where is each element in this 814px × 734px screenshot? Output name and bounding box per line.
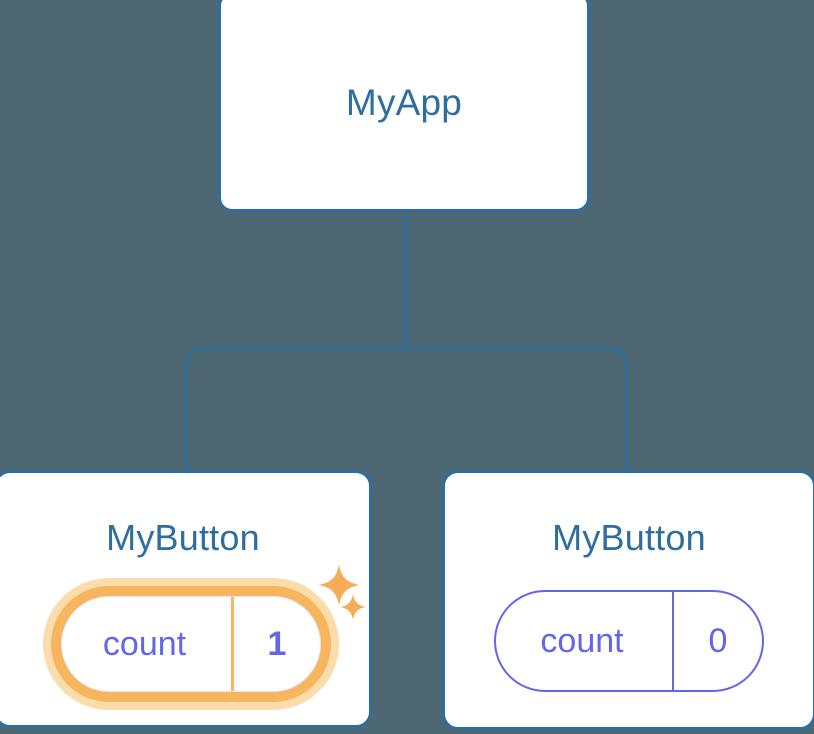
node-mybutton-right-title: MyButton bbox=[552, 517, 706, 558]
node-mybutton-right[interactable]: MyButton count 0 bbox=[442, 470, 814, 730]
edge-root-to-child-right bbox=[603, 346, 629, 470]
state-pill-left-value: 1 bbox=[231, 597, 320, 691]
edge-root-to-child-left bbox=[184, 346, 207, 470]
node-myapp-title: MyApp bbox=[345, 82, 463, 123]
state-pill-left-body[interactable]: count 1 bbox=[61, 596, 321, 692]
state-pill-right-value: 0 bbox=[672, 592, 762, 690]
node-mybutton-left[interactable]: MyButton count 1 bbox=[0, 470, 372, 728]
state-pill-right[interactable]: count 0 bbox=[494, 590, 764, 692]
node-myapp[interactable]: MyApp bbox=[218, 0, 590, 212]
node-mybutton-left-title: MyButton bbox=[106, 517, 260, 558]
state-pill-left-key: count bbox=[102, 624, 187, 663]
state-pill-right-body[interactable]: count 0 bbox=[494, 590, 764, 692]
state-pill-right-key: count bbox=[540, 621, 624, 660]
